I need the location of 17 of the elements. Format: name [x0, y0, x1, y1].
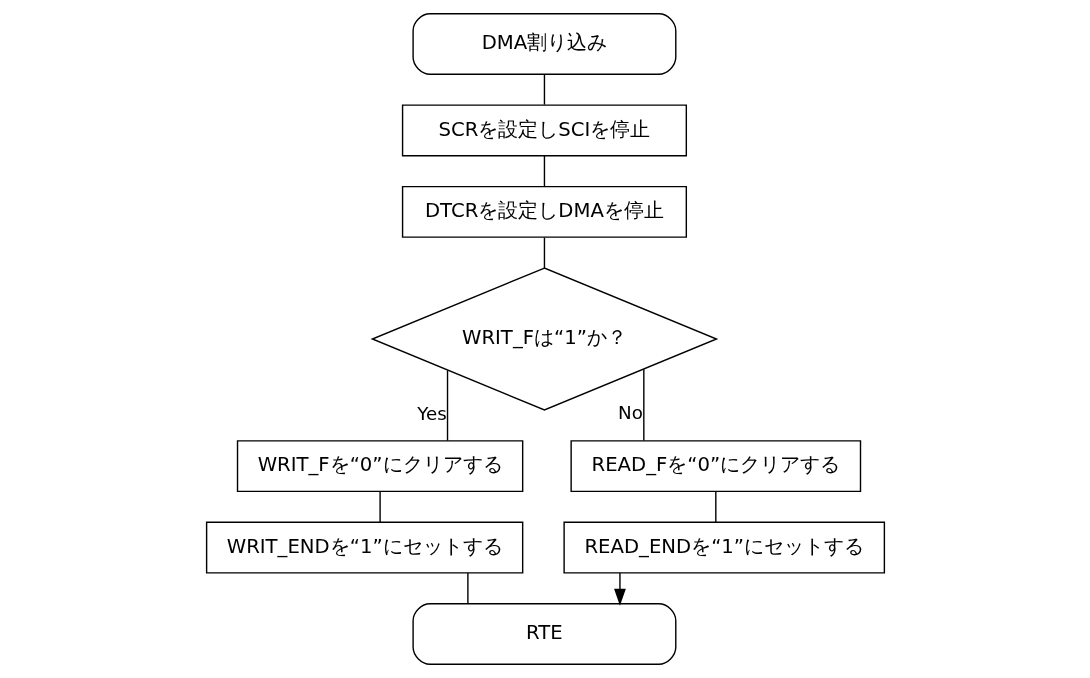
node-box: DTCRを設定しDMAを停止 [401, 185, 687, 238]
node-box: RTE [411, 603, 676, 665]
connector [446, 369, 448, 442]
connector [543, 236, 545, 269]
node-box: WRIT_ENDを“1”にセットする [205, 521, 523, 574]
node-box: READ_Fを“0”にクリアする [569, 440, 861, 493]
connector [378, 490, 381, 523]
connector [466, 572, 469, 605]
connector [543, 155, 545, 187]
connector [714, 490, 717, 523]
arrow [613, 572, 626, 606]
node-box: READ_ENDを“1”にセットする [562, 521, 885, 574]
node-box: DMA割り込み [411, 13, 676, 75]
node-box: WRIT_Fを“0”にクリアする [236, 440, 523, 493]
node-box: SCRを設定しSCIを停止 [401, 104, 687, 157]
connector [642, 368, 645, 442]
connector [543, 73, 545, 106]
